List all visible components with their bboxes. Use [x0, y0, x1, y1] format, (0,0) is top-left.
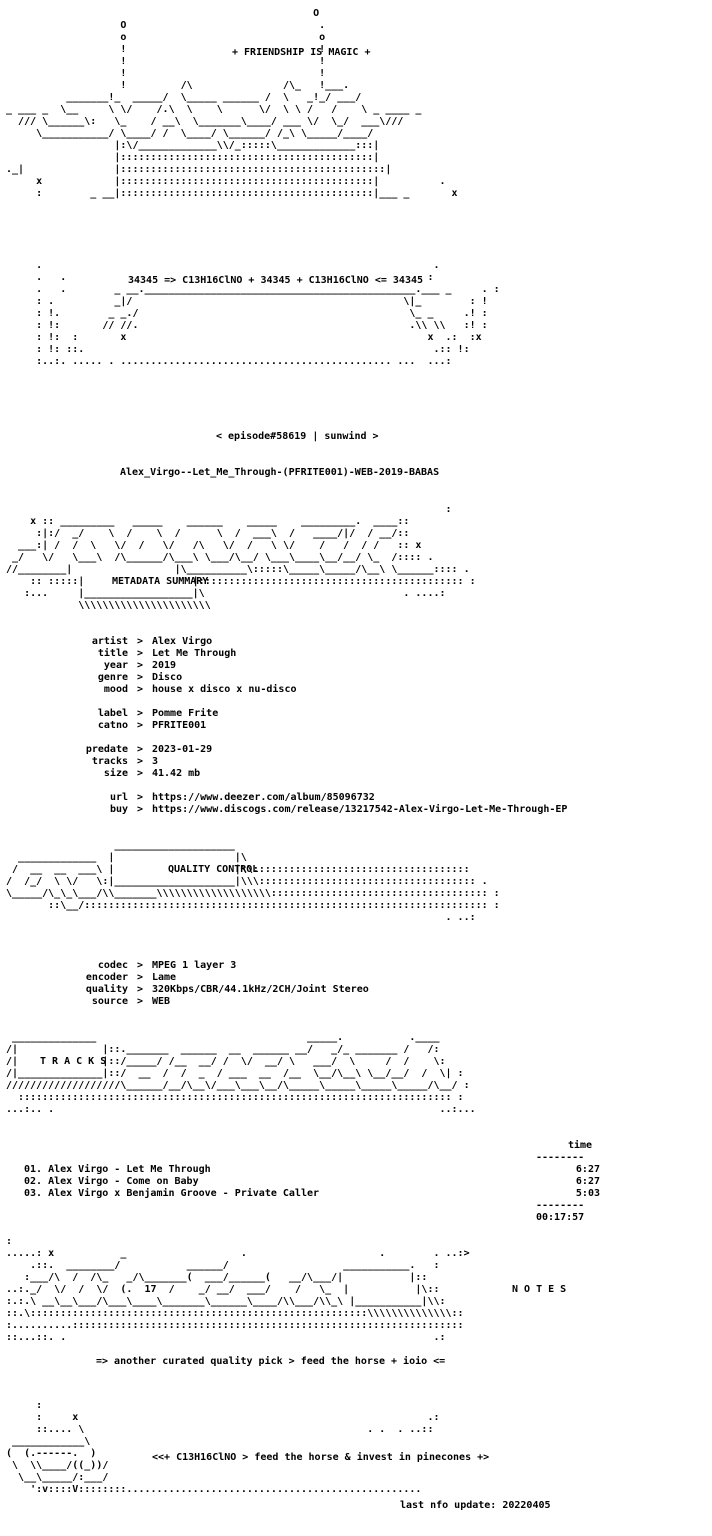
meta-catno: catno>PFRITE001: [97, 720, 207, 731]
friendship-line: + FRIENDSHIP IS MAGIC +: [232, 47, 371, 58]
ascii-header-frame: . . . . : . . _ __._____________________…: [36, 260, 500, 367]
ascii-notes-art: : .....: x _ . . . ..:> .::. ________/ _…: [6, 1236, 470, 1343]
notes-text: => another curated quality pick > feed t…: [96, 1356, 446, 1367]
total-time: 00:17:57: [536, 1212, 585, 1223]
ascii-metadata-art: : x :: _________ _____ ______ _____ ____…: [6, 504, 476, 611]
qc-encoder: encoder>Lame: [85, 972, 177, 983]
section-quality-title: QUALITY CONTROL: [168, 864, 259, 875]
last-update: last nfo update: 20220405: [400, 1500, 551, 1511]
meta-buy: buy>https://www.discogs.com/release/1321…: [109, 804, 568, 815]
time-divider-top: --------: [536, 1152, 585, 1163]
meta-genre: genre>Disco: [97, 672, 183, 683]
meta-year: year>2019: [103, 660, 177, 671]
formula-line: 34345 => C13H16ClNO + 34345 + C13H16ClNO…: [128, 275, 424, 286]
ascii-header-art: O O . o o ! ! !: [6, 8, 458, 199]
time-header: time: [568, 1140, 593, 1151]
deezer-link[interactable]: https://www.deezer.com/album/85096732: [152, 792, 375, 803]
qc-quality: quality>320Kbps/CBR/44.1kHz/2CH/Joint St…: [85, 984, 369, 995]
section-notes-title: N O T E S: [512, 1284, 567, 1295]
meta-size: size>41.42 mb: [103, 768, 201, 779]
ascii-footer-art: : : x .: ::.... \ . . . ..:: ___________…: [6, 1400, 440, 1495]
time-divider-bottom: --------: [536, 1200, 585, 1211]
section-tracks-title: T R A C K S: [40, 1056, 107, 1067]
track-row: 03. Alex Virgo x Benjamin Groove - Priva…: [24, 1188, 600, 1199]
meta-tracks: tracks>3: [91, 756, 159, 767]
episode-line: < episode#58619 | sunwind >: [216, 431, 379, 442]
section-metadata-title: METADATA SUMMARY: [112, 576, 209, 587]
discogs-link[interactable]: https://www.discogs.com/release/13217542…: [152, 804, 568, 815]
meta-artist: artist>Alex Virgo: [91, 636, 213, 647]
meta-label: label>Pomme Frite: [97, 708, 219, 719]
release-name: Alex_Virgo--Let_Me_Through-(PFRITE001)-W…: [120, 467, 440, 478]
footer-tagline: <<+ C13H16ClNO > feed the horse & invest…: [152, 1452, 490, 1463]
qc-source: source>WEB: [91, 996, 171, 1007]
ascii-tracks-art: ______________ _____. .____ /| |::._____…: [6, 1032, 476, 1115]
ascii-quality-art: ____________________ _____________ | |\ …: [6, 840, 500, 923]
meta-mood: mood>house x disco x nu-disco: [103, 684, 297, 695]
meta-url: url>https://www.deezer.com/album/8509673…: [109, 792, 375, 803]
qc-codec: codec>MPEG 1 layer 3: [97, 960, 237, 971]
meta-predate: predate>2023-01-29: [85, 744, 213, 755]
meta-title: title>Let Me Through: [97, 648, 237, 659]
